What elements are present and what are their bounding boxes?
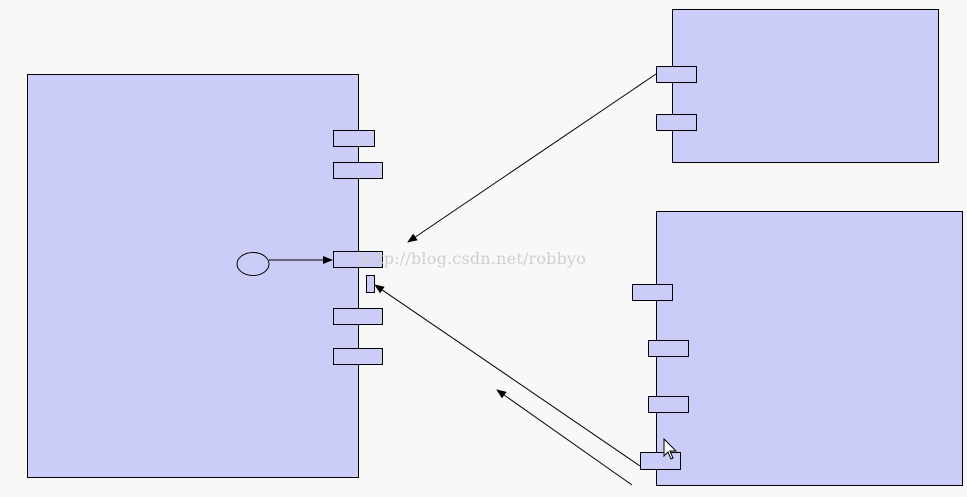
left-port-5[interactable] — [333, 348, 383, 365]
bottom-right-port-3[interactable] — [648, 396, 689, 413]
left-component[interactable] — [27, 74, 359, 478]
top-right-component[interactable] — [672, 9, 939, 163]
bottom-right-port-4[interactable] — [640, 452, 681, 470]
left-port-3[interactable] — [333, 251, 383, 268]
top-right-port-2[interactable] — [656, 114, 697, 131]
mouse-pointer-icon — [663, 437, 678, 460]
left-interface-circle[interactable] — [236, 252, 270, 276]
bottom-right-component[interactable] — [656, 211, 963, 486]
top-right-port-1[interactable] — [656, 66, 697, 83]
bottom-right-port-1[interactable] — [632, 284, 673, 301]
left-small-port[interactable] — [366, 275, 375, 293]
watermark-text: http://blog.csdn.net/robbyo — [360, 249, 587, 268]
left-port-4[interactable] — [333, 308, 383, 325]
left-port-2[interactable] — [333, 162, 383, 179]
connector-bottom-right-to-left-small-port[interactable] — [374, 284, 641, 467]
left-port-1[interactable] — [333, 130, 375, 147]
connector-top-right-to-left[interactable] — [407, 73, 657, 243]
connector-dragging-arrow[interactable] — [496, 389, 633, 486]
bottom-right-port-2[interactable] — [648, 340, 689, 357]
